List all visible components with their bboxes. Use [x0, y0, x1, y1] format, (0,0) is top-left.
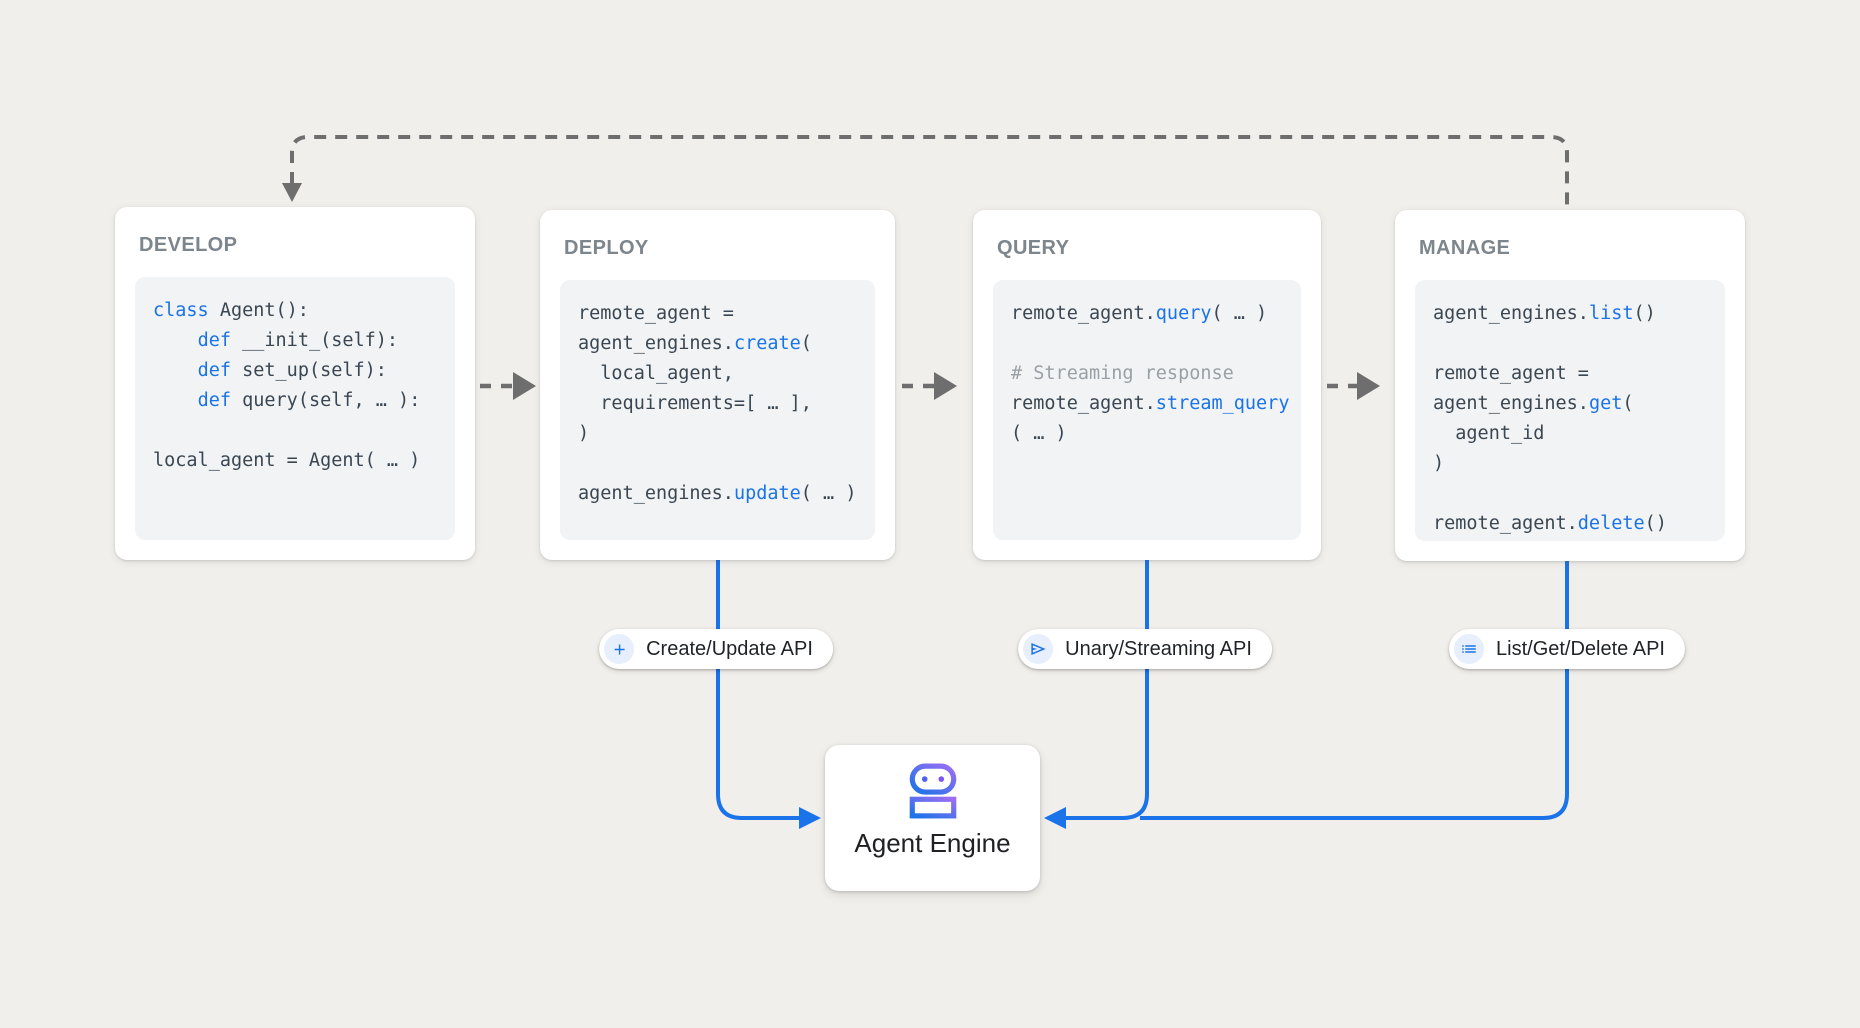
code-line — [1433, 479, 1721, 509]
code-line: agent_engines.create( — [578, 333, 812, 354]
unary-streaming-api-pill: Unary/Streaming API — [1018, 629, 1272, 669]
code-line: ) — [1433, 453, 1445, 474]
manage-to-engine-line — [1140, 559, 1569, 820]
code-line: agent_engines.update( … ) — [578, 483, 857, 504]
deploy-code-block: remote_agent = agent_engines.create( loca… — [560, 280, 875, 540]
code-line — [1011, 329, 1297, 359]
deploy-card-title: DEPLOY — [564, 237, 649, 259]
query-card-title: QUERY — [997, 237, 1070, 259]
develop-card: DEVELOP class Agent(): def __init_(self)… — [115, 207, 475, 560]
code-line — [153, 416, 451, 446]
feedback-dashed-line — [290, 135, 1569, 210]
code-line — [1433, 329, 1721, 359]
create-update-api-pill: Create/Update API — [599, 629, 833, 669]
deploy-to-engine-arrowhead-icon — [799, 807, 821, 829]
develop-card-title: DEVELOP — [139, 234, 238, 256]
manage-card-title: MANAGE — [1419, 237, 1511, 259]
code-line: local_agent = Agent( … ) — [153, 450, 421, 471]
query-card: QUERY remote_agent.query( … ) # Streamin… — [973, 210, 1321, 560]
code-line: agent_engines.get( — [1433, 393, 1634, 414]
code-line: remote_agent = — [1433, 363, 1589, 384]
develop-to-deploy-arrowhead-icon — [513, 372, 536, 400]
manage-code-block: agent_engines.list() remote_agent = agent… — [1415, 280, 1725, 541]
code-line: def set_up(self): — [197, 360, 387, 381]
query-to-manage-arrowhead-icon — [1357, 372, 1380, 400]
code-line: def __init_(self): — [197, 330, 399, 351]
code-line: ) — [578, 423, 590, 444]
code-line — [578, 449, 871, 479]
create-update-api-label: Create/Update API — [646, 637, 813, 660]
develop-code-block: class Agent(): def __init_(self): def se… — [135, 277, 455, 540]
deploy-card: DEPLOY remote_agent = agent_engines.creat… — [540, 210, 895, 560]
unary-streaming-api-label: Unary/Streaming API — [1065, 637, 1252, 660]
feedback-arrowhead-down-icon — [282, 183, 302, 202]
code-line: ( … ) — [1011, 423, 1067, 444]
code-line: remote_agent.stream_query — [1011, 393, 1290, 414]
code-line: remote_agent.query( … ) — [1011, 303, 1268, 324]
code-line: # Streaming response — [1011, 363, 1234, 384]
manage-card: MANAGE agent_engines.list() remote_agent… — [1395, 210, 1745, 561]
code-line: requirements=[ … ], — [578, 393, 812, 414]
query-code-block: remote_agent.query( … ) # Streaming resp… — [993, 280, 1301, 540]
deploy-to-engine-line — [716, 558, 799, 820]
code-line: class Agent(): — [153, 300, 309, 321]
agent-engine-box: Agent Engine — [825, 745, 1040, 891]
code-line: def query(self, … ): — [197, 390, 421, 411]
query-to-engine-arrowhead-icon — [1044, 807, 1066, 829]
robot-icon — [909, 763, 956, 819]
list-get-delete-api-label: List/Get/Delete API — [1496, 637, 1665, 660]
code-line: local_agent, — [578, 363, 734, 384]
code-line: remote_agent.delete() — [1433, 513, 1667, 534]
code-line: remote_agent = — [578, 303, 734, 324]
plus-icon — [604, 634, 635, 664]
code-line: agent_id — [1433, 423, 1545, 444]
list-icon — [1454, 634, 1485, 664]
code-line: agent_engines.list() — [1433, 303, 1656, 324]
deploy-to-query-arrowhead-icon — [934, 372, 957, 400]
send-icon — [1023, 634, 1054, 664]
agent-engine-label: Agent Engine — [854, 828, 1011, 858]
query-to-engine-line — [1066, 558, 1149, 820]
list-get-delete-api-pill: List/Get/Delete API — [1449, 629, 1685, 669]
